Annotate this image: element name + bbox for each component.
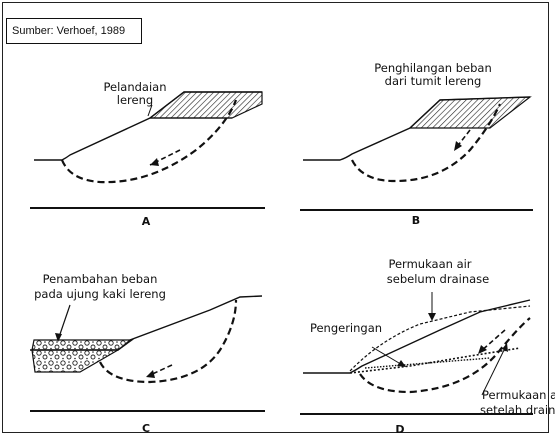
- panel-c-toe-berm-lower: [32, 350, 118, 372]
- panel-b-arrow-head: [454, 141, 462, 151]
- panel-a-letter: A: [142, 215, 151, 228]
- panel-a-label-line2: lereng: [117, 93, 153, 107]
- panel-b-removed-zone: [410, 97, 530, 128]
- panel-a-label-line1: Pelandaian: [103, 80, 166, 94]
- panel-d-leader-top-head: [428, 313, 436, 321]
- panel-d-water-before: [350, 306, 530, 371]
- panel-d-label-top-line1: Permukaan air: [388, 257, 471, 271]
- panel-c-label-line2: pada ujung kaki lereng: [34, 287, 166, 301]
- panel-b-label-line2: dari tumit lereng: [385, 74, 482, 88]
- panel-d-label-left: Pengeringan: [310, 321, 382, 335]
- panel-a: Pelandaian lereng A: [30, 80, 265, 228]
- panel-d-label-top-line2: sebelum drainase: [387, 272, 489, 286]
- panel-c-letter: C: [142, 422, 150, 435]
- panel-b-letter: B: [412, 214, 420, 227]
- panel-c: Penambahan beban pada ujung kaki lereng …: [30, 272, 265, 435]
- panel-d-leader-left-head: [397, 360, 406, 367]
- panel-d-drain-pipe: [365, 358, 490, 368]
- panel-b: Penghilangan beban dari tumit lereng B: [300, 61, 533, 227]
- panel-d-label-bottom-line2: setelah drainase: [480, 403, 555, 417]
- panel-d-slope-surface: [303, 300, 530, 373]
- panel-b-label-line1: Penghilangan beban: [374, 61, 492, 75]
- panel-d-letter: D: [395, 423, 404, 436]
- panel-c-arrow-head: [146, 370, 155, 378]
- panel-d: Permukaan air sebelum drainase Pengering…: [300, 257, 555, 436]
- panel-a-removed-zone: [150, 92, 262, 118]
- panel-c-label-line1: Penambahan beban: [43, 272, 158, 286]
- panel-a-arrow-head: [150, 158, 159, 166]
- panel-c-toe-berm: [32, 340, 132, 350]
- panel-d-label-bottom-line1: Permukaan air: [482, 388, 555, 402]
